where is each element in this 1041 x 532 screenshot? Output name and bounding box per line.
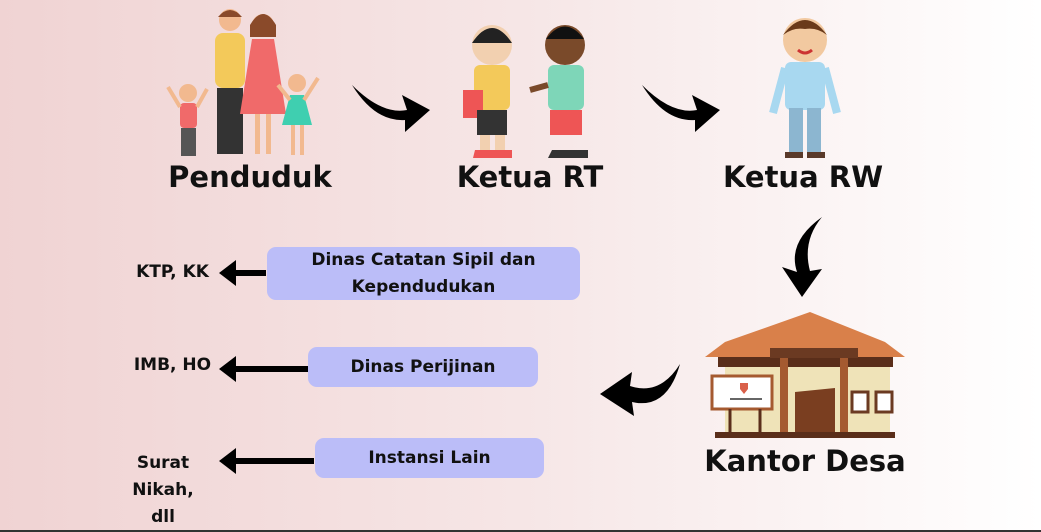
- ketua-rw-illustration: [769, 18, 841, 158]
- family-illustration: [166, 9, 320, 156]
- office-box-instansi-lain: Instansi Lain: [315, 438, 544, 478]
- node-ketua-rw: Ketua RW: [722, 160, 884, 194]
- output-surat-nikah: Surat Nikah, dll: [132, 453, 194, 527]
- arrow-right-icon: [642, 85, 720, 132]
- output-imb-ho: IMB, HO: [133, 355, 212, 375]
- node-penduduk: Penduduk: [168, 160, 332, 194]
- arrow-down-icon: [782, 217, 822, 297]
- arrow-left-icon: [219, 260, 266, 286]
- arrow-left-icon: [219, 448, 314, 474]
- arrow-right-icon: [352, 85, 430, 132]
- arrow-left-curved-icon: [600, 364, 680, 416]
- node-ketua-rt: Ketua RT: [456, 160, 604, 194]
- kantor-desa-illustration: [705, 312, 905, 438]
- arrow-left-icon: [219, 356, 308, 382]
- ketua-rt-illustration: [463, 25, 588, 158]
- node-kantor-desa: Kantor Desa: [704, 444, 906, 478]
- office-box-perijinan: Dinas Perijinan: [308, 347, 538, 387]
- output-ktp-kk: KTP, KK: [136, 262, 209, 282]
- office-box-dukcapil: Dinas Catatan Sipil dan Kependudukan: [267, 247, 580, 300]
